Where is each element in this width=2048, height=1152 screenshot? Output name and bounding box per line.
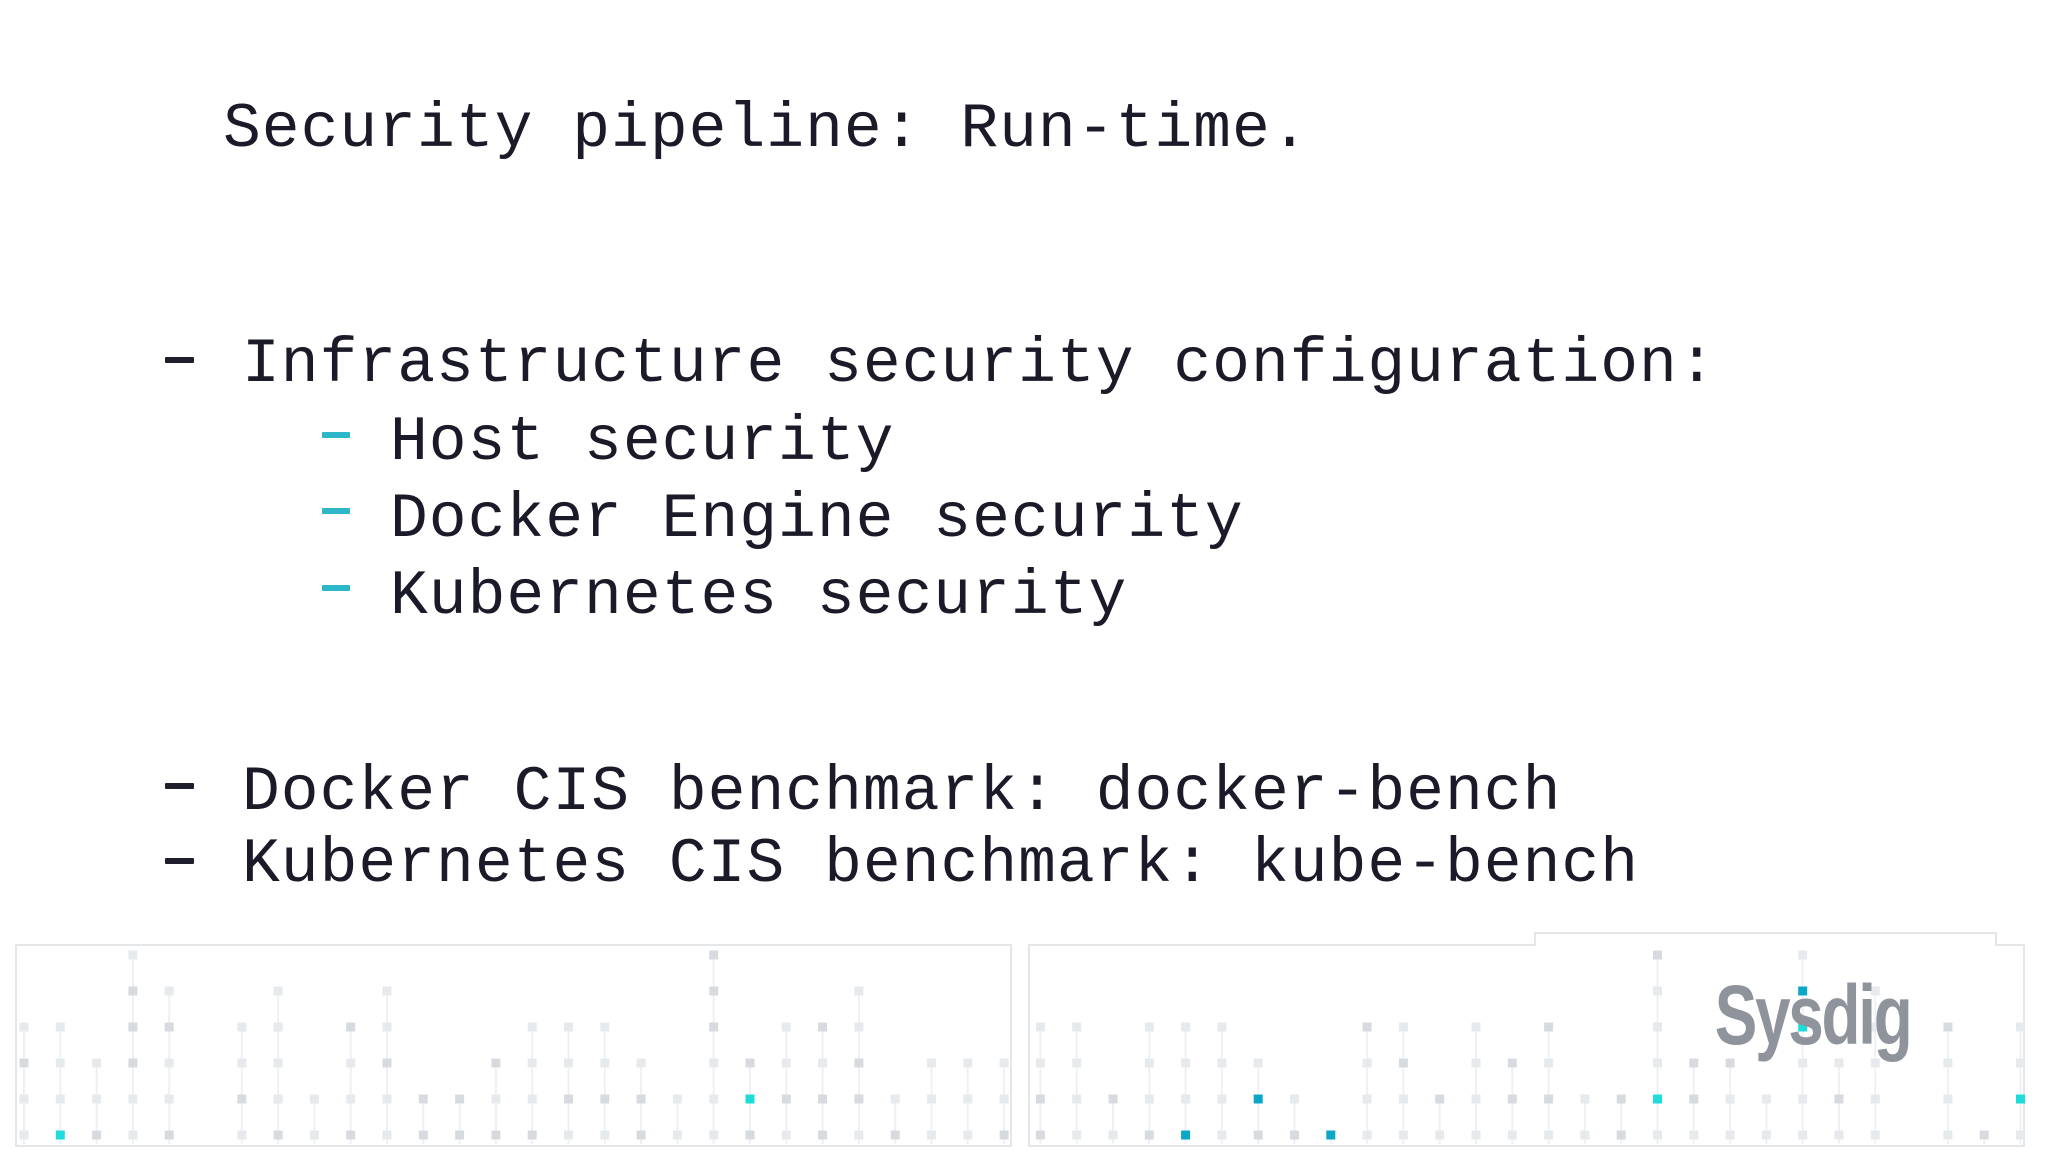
dot-grid-pattern xyxy=(19,950,2025,1144)
bullet-dash-icon xyxy=(165,783,194,789)
bullet-item-docker-cis-benchmark: Docker CIS benchmark: docker-bench xyxy=(242,757,1562,828)
footer-card-right xyxy=(1028,932,2025,1147)
sub-bullet-dash-icon xyxy=(322,585,350,591)
bullet-dash-icon xyxy=(165,858,194,864)
bullet-dash-icon xyxy=(165,357,194,363)
bullet-item-kubernetes-cis-benchmark: Kubernetes CIS benchmark: kube-bench xyxy=(242,829,1640,900)
bullet-item-host-security: Host security xyxy=(390,407,895,478)
footer-card-left xyxy=(15,944,1012,1147)
bullet-item-kubernetes-security: Kubernetes security xyxy=(390,561,1128,632)
sysdig-logo: Sysdig xyxy=(1714,968,1912,1062)
bullet-item-docker-engine-security: Docker Engine security xyxy=(390,484,1244,555)
sub-bullet-dash-icon xyxy=(322,508,350,514)
slide-title: Security pipeline: Run-time. xyxy=(223,94,1310,165)
sub-bullet-dash-icon xyxy=(322,432,350,438)
bullet-item-infrastructure-security-configuration: Infrastructure security configuration: xyxy=(242,329,1717,400)
